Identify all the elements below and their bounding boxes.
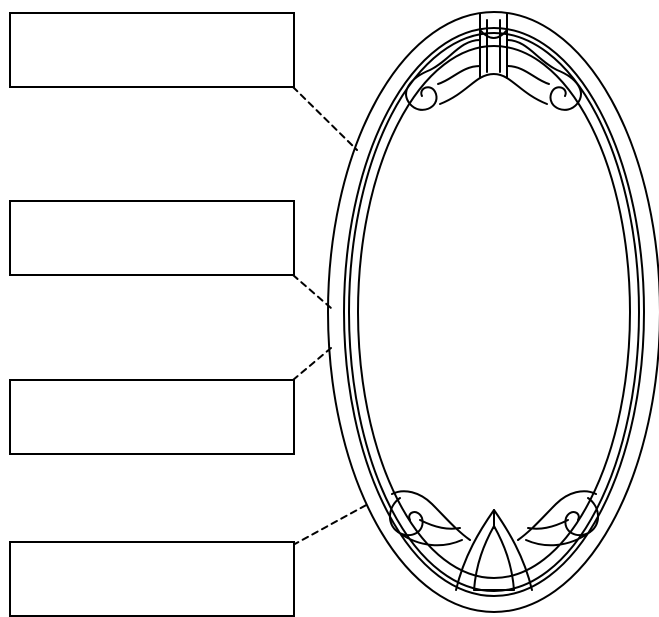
label-box-1[interactable] [9, 12, 295, 88]
label-box-4[interactable] [9, 541, 295, 617]
leader-line-3 [293, 348, 331, 380]
label-box-2[interactable] [9, 200, 295, 276]
leader-line-4 [293, 503, 370, 545]
leader-line-1 [293, 87, 357, 150]
label-box-3[interactable] [9, 379, 295, 455]
leader-line-2 [293, 275, 331, 308]
